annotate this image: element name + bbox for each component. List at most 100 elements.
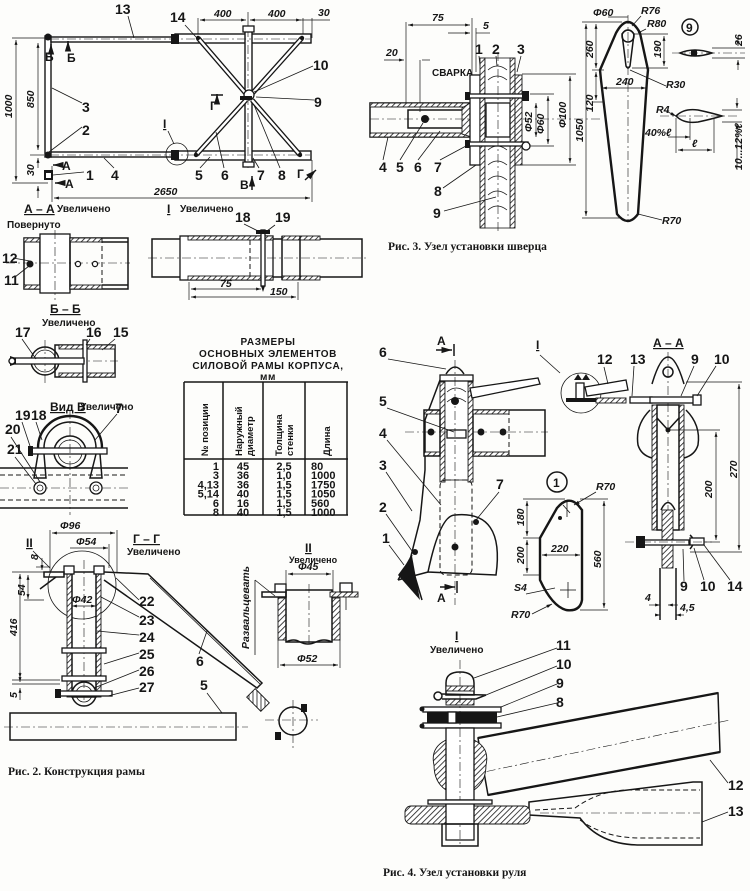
callout-3: 3 <box>517 41 525 57</box>
board-item-number: 9 <box>686 21 693 35</box>
nut-bottom <box>242 161 255 168</box>
callout-19-v: 19 <box>15 407 31 423</box>
mark-b-left: Б <box>45 50 54 64</box>
fig4-rudder-side-view: А А <box>379 334 561 605</box>
callout-19: 19 <box>275 209 291 225</box>
table-cell-outer-diameter: 16 <box>237 498 249 510</box>
callout-10-top: 10 <box>714 351 730 367</box>
callout-26: 26 <box>139 663 155 679</box>
dim-h54: 54 <box>16 584 28 596</box>
dim-w220: 220 <box>550 543 569 555</box>
callout-2: 2 <box>492 41 500 57</box>
callout-6: 6 <box>221 167 229 183</box>
callout-4: 4 <box>111 167 119 183</box>
table-cell-wall: 1,5 <box>276 489 291 501</box>
dim-h190: 190 <box>652 40 664 58</box>
fig4-view-aa: А – А 12 13 <box>560 336 743 620</box>
table-cell-length: 1050 <box>311 489 335 501</box>
table-cell-wall: 1,5 <box>276 479 291 491</box>
dim-h200: 200 <box>515 546 527 565</box>
dim-20: 20 <box>385 47 398 59</box>
callout-6: 6 <box>414 159 422 175</box>
callout-9: 9 <box>556 675 564 691</box>
dim-1000: 1000 <box>3 94 15 118</box>
header-outer-diameter-1: Наружный <box>234 406 245 456</box>
fig2-frame-plan: 400 400 30 1000 850 30 <box>3 1 330 202</box>
table-title-line-3: СИЛОВОЙ РАМЫ КОРПУСА, <box>192 359 343 372</box>
header-length: Длина <box>322 426 333 456</box>
table-title-line-2: ОСНОВНЫХ ЭЛЕМЕНТОВ <box>199 349 337 360</box>
table-cell-outer-diameter: 36 <box>237 479 249 491</box>
dim-150: 150 <box>270 286 288 298</box>
callout-1: 1 <box>475 41 483 57</box>
dim-r70: R70 <box>662 215 681 227</box>
section-marks: Б Б А А Г Г В I <box>45 41 317 192</box>
table-cell-length: 1750 <box>311 479 335 491</box>
view-aa-note: Увеличено <box>57 204 110 215</box>
table-cell-position: 3 <box>213 470 219 482</box>
callout-17: 17 <box>15 324 31 340</box>
fig3-centerboard-blade: Φ60 R76 R80 1050 260 120 190 240 R30 R70… <box>574 5 745 227</box>
weld-note: СВАРКА <box>432 68 473 79</box>
table-cell-wall: 1,5 <box>276 498 291 510</box>
dim-h180: 180 <box>515 508 527 526</box>
detail-I-note: Увеличено <box>180 204 233 215</box>
header-position: № позиции <box>200 403 211 456</box>
callout-25: 25 <box>139 646 155 662</box>
callout-6-gg: 6 <box>196 653 204 669</box>
callout-6: 6 <box>379 344 387 360</box>
dim-h200: 200 <box>703 480 715 499</box>
dim-75: 75 <box>432 12 444 24</box>
callout-14: 14 <box>727 578 743 594</box>
dim-400-right: 400 <box>267 8 286 20</box>
dim-t4: 4 <box>644 592 651 604</box>
table-cell-length: 80 <box>311 461 323 473</box>
view-aa-title: А – А <box>653 336 684 350</box>
callout-12: 12 <box>2 250 18 266</box>
table-cell-wall: 1,5 <box>276 507 291 519</box>
dim-2650: 2650 <box>153 186 178 198</box>
callout-27: 27 <box>139 679 155 695</box>
dim-d54: Φ54 <box>76 536 96 548</box>
callout-8: 8 <box>434 183 442 199</box>
plan-top-dimensions: 400 400 30 <box>197 7 330 38</box>
callout-2: 2 <box>379 499 387 515</box>
callout-2: 2 <box>82 122 90 138</box>
dim-75: 75 <box>220 278 232 290</box>
table-cell-position: 8 <box>213 507 219 519</box>
part1-item-number: 1 <box>553 476 560 490</box>
table-title-line-4: мм <box>260 372 276 383</box>
header-wall-1: Толщина <box>274 414 285 456</box>
dim-850: 850 <box>25 90 37 108</box>
tube-13 <box>50 36 176 43</box>
table-cell-length: 560 <box>311 498 329 510</box>
callout-12: 12 <box>728 777 744 793</box>
fig4-caption: Рис. 4. Узел установки руля <box>383 867 526 879</box>
fig2-view-gg: Г – Г Увеличено II Φ96 Φ54 Φ42 <box>4 520 318 748</box>
callout-16: 16 <box>86 324 102 340</box>
callout-7: 7 <box>434 159 442 175</box>
table-header: № позиции Наружный диаметр Толщина стенк… <box>200 403 333 456</box>
fig2-detail-II: II Увеличено Φ45 Φ52 Развальцевать <box>240 541 359 668</box>
dim-w240: 240 <box>615 76 634 88</box>
mark-v: В <box>240 178 249 192</box>
fig2-detail-I: I Увеличено 18 19 75 150 <box>148 202 366 300</box>
callout-9: 9 <box>433 205 441 221</box>
dim-t45: 4,5 <box>679 602 695 614</box>
dim-r70-bottom: R70 <box>511 609 530 621</box>
callout-9-bottom: 9 <box>680 578 688 594</box>
callout-13: 13 <box>728 803 744 819</box>
view-bb-title: Б – Б <box>50 302 81 316</box>
flare-note: Развальцевать <box>240 566 252 649</box>
dim-d100: Φ100 <box>557 102 569 128</box>
tube-4 <box>50 151 176 158</box>
mark-b-right: Б <box>67 51 76 65</box>
callout-3: 3 <box>82 99 90 115</box>
